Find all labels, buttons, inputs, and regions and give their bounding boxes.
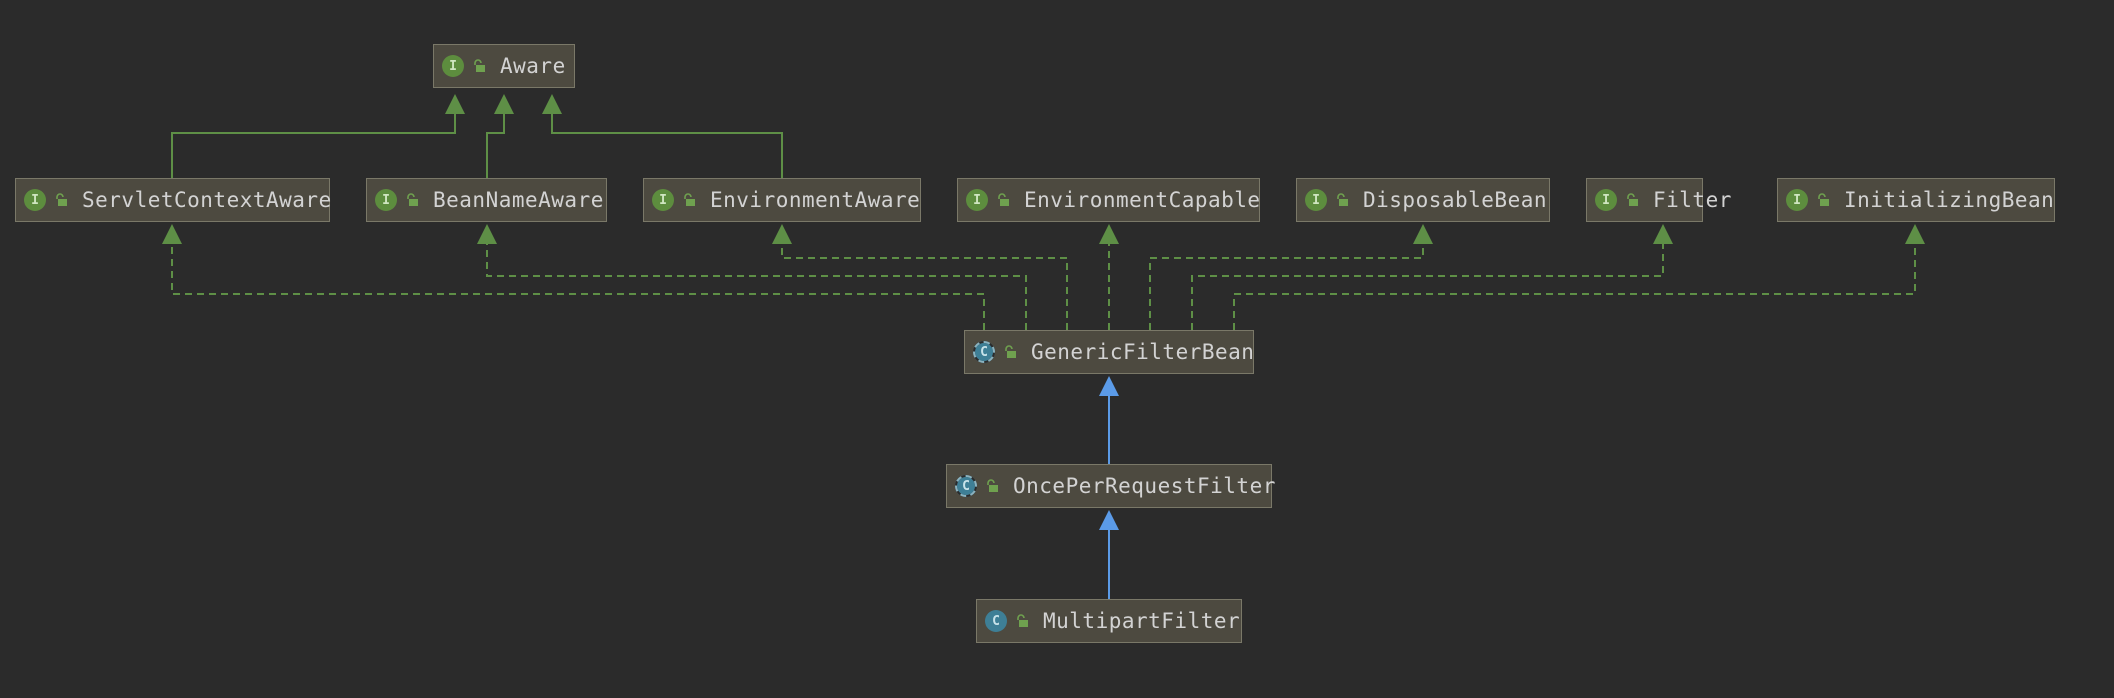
public-lock-icon [996,193,1010,207]
public-lock-icon [1003,345,1017,359]
public-lock-icon [1625,193,1639,207]
node-label: InitializingBean [1844,188,2055,212]
arrowhead-once-per-request-filter [1099,510,1119,530]
node-environment-aware[interactable]: I EnvironmentAware [643,178,921,222]
public-lock-icon [54,193,68,207]
edge-generic-filter-bean-to-disposable-bean [1149,242,1424,330]
node-label: EnvironmentAware [710,188,921,212]
arrowhead-initializing-bean [1905,224,1925,244]
node-generic-filter-bean[interactable]: C GenericFilterBean [964,330,1254,374]
public-lock-icon [1015,614,1029,628]
node-label: Aware [500,54,566,78]
class-icon: C [985,610,1007,632]
node-multipart-filter[interactable]: C MultipartFilter [976,599,1242,643]
node-servlet-context-aware[interactable]: I ServletContextAware [15,178,332,222]
interface-icon: I [1595,189,1617,211]
node-disposable-bean[interactable]: I DisposableBean [1296,178,1550,222]
edge-generic-filter-bean-to-filter [1191,242,1664,330]
arrowhead-aware [542,94,562,114]
node-label: Filter [1653,188,1732,212]
arrowhead-environment-aware [772,224,792,244]
arrowhead-servlet-context-aware [162,224,182,244]
edge-servlet-context-aware-to-aware [171,112,456,178]
arrowhead-aware [494,94,514,114]
node-bean-name-aware[interactable]: I BeanNameAware [366,178,607,222]
edge-bean-name-aware-to-aware [486,112,505,178]
edge-environment-aware-to-aware [551,112,783,178]
interface-icon: I [1786,189,1808,211]
edge-generic-filter-bean-to-environment-aware [781,242,1068,330]
arrowhead-environment-capable [1099,224,1119,244]
interface-icon: I [375,189,397,211]
public-lock-icon [1816,193,1830,207]
node-once-per-request-filter[interactable]: C OncePerRequestFilter [946,464,1275,508]
interface-icon: I [1305,189,1327,211]
interface-icon: I [24,189,46,211]
interface-icon: I [966,189,988,211]
public-lock-icon [1335,193,1349,207]
arrowhead-filter [1653,224,1673,244]
interface-icon: I [442,55,464,77]
arrowhead-aware [445,94,465,114]
public-lock-icon [985,479,999,493]
edge-generic-filter-bean-to-initializing-bean [1233,242,1916,330]
node-label: GenericFilterBean [1031,340,1255,364]
node-label: OncePerRequestFilter [1013,474,1276,498]
edge-generic-filter-bean-to-bean-name-aware [486,242,1027,330]
node-initializing-bean[interactable]: I InitializingBean [1777,178,2055,222]
arrowhead-generic-filter-bean [1099,376,1119,396]
arrowhead-disposable-bean [1413,224,1433,244]
edge-generic-filter-bean-to-servlet-context-aware [171,242,985,330]
public-lock-icon [405,193,419,207]
node-label: MultipartFilter [1043,609,1241,633]
node-environment-capable[interactable]: I EnvironmentCapable [957,178,1260,222]
abstract-class-icon: C [973,341,995,363]
node-filter[interactable]: I Filter [1586,178,1731,222]
public-lock-icon [472,59,486,73]
node-label: DisposableBean [1363,188,1548,212]
abstract-class-icon: C [955,475,977,497]
node-label: BeanNameAware [433,188,604,212]
node-label: EnvironmentCapable [1024,188,1261,212]
node-label: ServletContextAware [82,188,332,212]
public-lock-icon [682,193,696,207]
node-aware[interactable]: I Aware [433,44,575,88]
arrowhead-bean-name-aware [477,224,497,244]
interface-icon: I [652,189,674,211]
